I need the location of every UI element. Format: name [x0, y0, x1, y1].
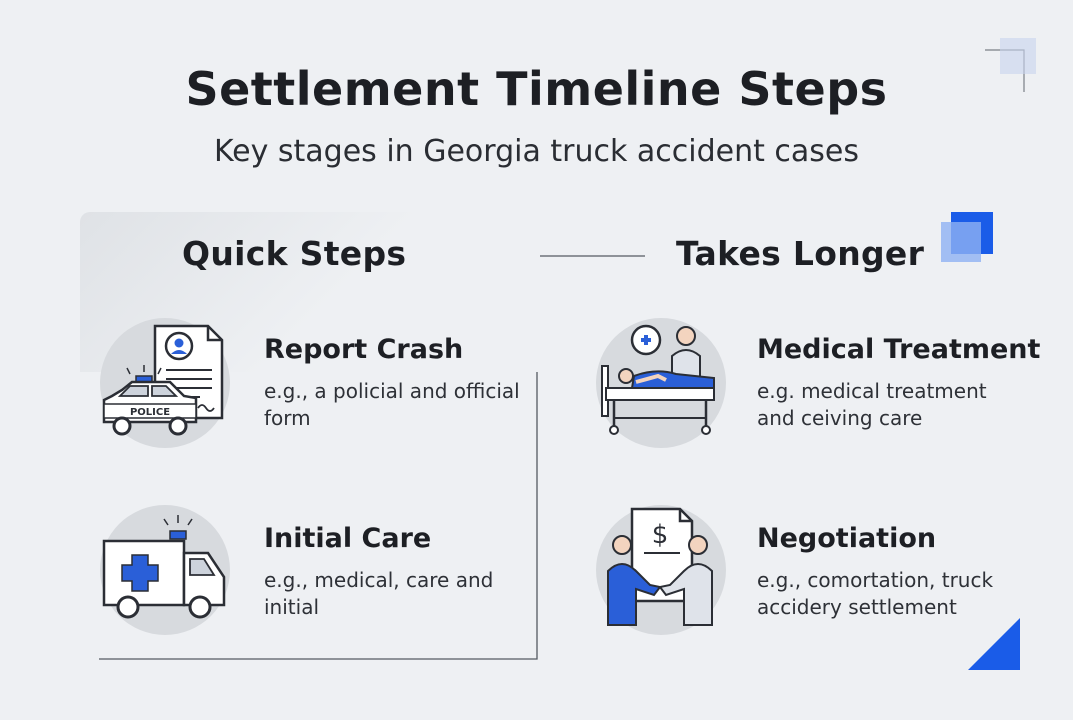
- step-report-crash-description: e.g., a policial and official form: [264, 379, 520, 430]
- page-title: Settlement Timeline Steps: [185, 62, 888, 116]
- accent-triangle-icon: [968, 618, 1020, 670]
- step-negotiation-icon-wrap: $: [596, 505, 726, 635]
- step-negotiation-title: Negotiation: [757, 523, 937, 554]
- quick-steps-heading: Quick Steps: [182, 234, 407, 273]
- page-subtitle: Key stages in Georgia truck accident cas…: [213, 134, 860, 169]
- step-medical-treatment-title: Medical Treatment: [757, 334, 1041, 365]
- step-initial-care-icon-wrap: [100, 505, 230, 635]
- step-medical-treatment-description: e.g. medical treatment and ceiving care: [757, 379, 987, 430]
- step-report-crash-icon-wrap: POLICE: [100, 318, 230, 448]
- svg-text:$: $: [652, 520, 669, 550]
- police-report-icon: POLICE: [102, 324, 224, 436]
- step-initial-care-description: e.g., medical, care and initial: [264, 568, 494, 619]
- takes-longer-heading: Takes Longer: [676, 234, 925, 273]
- step-medical-treatment-icon-wrap: [596, 318, 726, 448]
- hospital-bed-icon: [601, 324, 715, 435]
- ambulance-icon: [102, 515, 226, 619]
- step-negotiation-description: e.g., comortation, truck accidery settle…: [757, 568, 994, 619]
- column-divider: [99, 255, 645, 660]
- handshake-settlement-icon: $: [607, 507, 713, 626]
- step-report-crash-title: Report Crash: [264, 334, 464, 365]
- step-initial-care-title: Initial Care: [264, 523, 432, 554]
- police-label: POLICE: [130, 407, 170, 418]
